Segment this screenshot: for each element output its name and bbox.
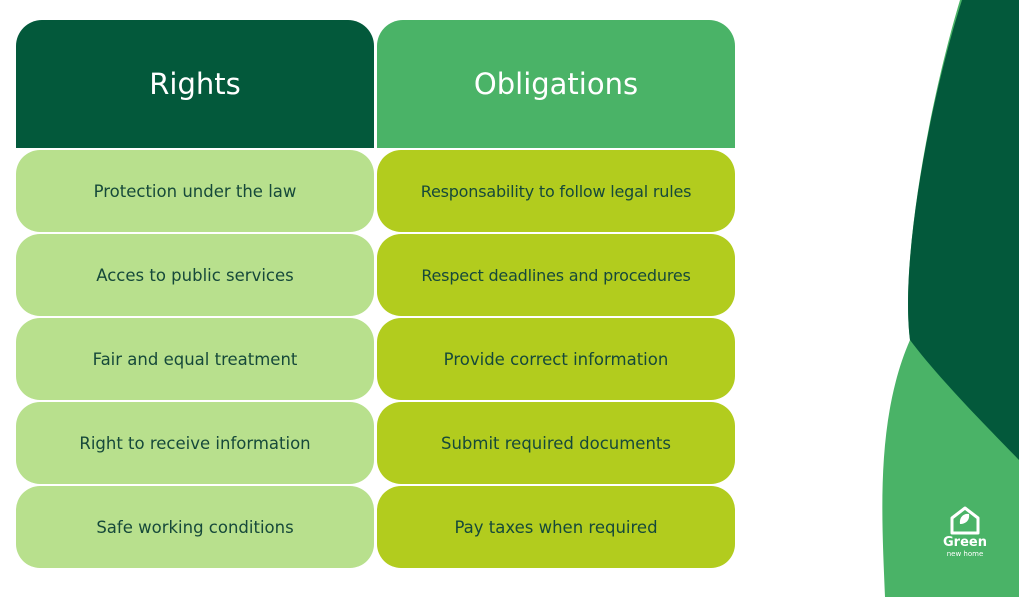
obligations-column: Obligations Responsability to follow leg… xyxy=(377,20,735,570)
brand-name: Green xyxy=(943,535,987,550)
rights-item: Right to receive information xyxy=(16,402,374,484)
brand-logo: Green new home xyxy=(933,505,997,558)
rights-header: Rights xyxy=(16,20,374,148)
dark-green-wave xyxy=(908,0,1019,460)
rights-item: Protection under the law xyxy=(16,150,374,232)
obligations-item: Responsability to follow legal rules xyxy=(377,150,735,232)
obligations-header: Obligations xyxy=(377,20,735,148)
rights-item: Safe working conditions xyxy=(16,486,374,568)
rights-item: Acces to public services xyxy=(16,234,374,316)
obligations-item: Respect deadlines and procedures xyxy=(377,234,735,316)
obligations-item: Pay taxes when required xyxy=(377,486,735,568)
rights-item: Fair and equal treatment xyxy=(16,318,374,400)
decorative-leaf-shape xyxy=(882,0,1019,597)
house-leaf-icon xyxy=(950,506,980,535)
brand-tagline: new home xyxy=(946,550,984,558)
rights-column: Rights Protection under the law Acces to… xyxy=(16,20,374,570)
obligations-item: Provide correct information xyxy=(377,318,735,400)
obligations-item: Submit required documents xyxy=(377,402,735,484)
